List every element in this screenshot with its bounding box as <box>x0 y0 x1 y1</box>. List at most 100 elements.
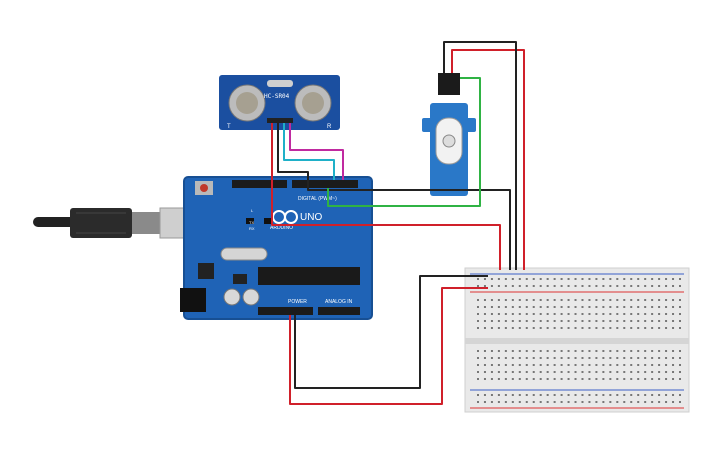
breadboard-hole[interactable] <box>581 327 584 329</box>
breadboard-hole[interactable] <box>602 364 605 366</box>
breadboard-hole[interactable] <box>567 320 570 322</box>
breadboard-hole[interactable] <box>574 285 577 287</box>
breadboard-hole[interactable] <box>623 350 626 352</box>
breadboard-hole[interactable] <box>679 306 681 308</box>
breadboard-hole[interactable] <box>511 306 514 308</box>
breadboard-hole[interactable] <box>560 299 563 301</box>
reset-button[interactable] <box>200 184 208 192</box>
breadboard-hole[interactable] <box>567 378 570 380</box>
breadboard-hole[interactable] <box>546 299 549 301</box>
breadboard-hole[interactable] <box>672 364 675 366</box>
breadboard-hole[interactable] <box>672 350 675 352</box>
breadboard-hole[interactable] <box>665 313 668 315</box>
breadboard-hole[interactable] <box>616 313 619 315</box>
breadboard-hole[interactable] <box>504 327 507 329</box>
breadboard-hole[interactable] <box>609 350 612 352</box>
breadboard-hole[interactable] <box>581 394 584 396</box>
ultrasonic-sensor[interactable]: HC-SR04 T R <box>219 75 340 130</box>
breadboard-hole[interactable] <box>644 278 647 280</box>
breadboard-hole[interactable] <box>644 306 647 308</box>
breadboard-hole[interactable] <box>630 306 633 308</box>
breadboard-hole[interactable] <box>553 371 556 373</box>
breadboard-hole[interactable] <box>497 285 500 287</box>
breadboard-hole[interactable] <box>546 350 549 352</box>
breadboard-hole[interactable] <box>658 278 661 280</box>
breadboard-hole[interactable] <box>581 357 584 359</box>
breadboard-hole[interactable] <box>497 394 500 396</box>
breadboard-hole[interactable] <box>637 350 640 352</box>
breadboard-hole[interactable] <box>665 364 668 366</box>
breadboard-hole[interactable] <box>560 401 563 403</box>
breadboard-hole[interactable] <box>483 371 486 373</box>
breadboard-hole[interactable] <box>588 364 591 366</box>
breadboard-hole[interactable] <box>497 401 500 403</box>
breadboard-hole[interactable] <box>609 306 612 308</box>
breadboard-hole[interactable] <box>560 394 563 396</box>
breadboard-hole[interactable] <box>504 394 507 396</box>
breadboard-hole[interactable] <box>623 394 626 396</box>
breadboard-hole[interactable] <box>483 278 486 280</box>
breadboard-hole[interactable] <box>658 306 661 308</box>
breadboard-hole[interactable] <box>588 285 591 287</box>
breadboard-hole[interactable] <box>553 394 556 396</box>
breadboard-hole[interactable] <box>553 357 556 359</box>
breadboard-hole[interactable] <box>644 327 647 329</box>
breadboard-hole[interactable] <box>637 320 640 322</box>
breadboard-hole[interactable] <box>602 278 605 280</box>
breadboard-hole[interactable] <box>532 401 535 403</box>
breadboard-hole[interactable] <box>574 378 577 380</box>
breadboard-hole[interactable] <box>560 350 563 352</box>
breadboard-hole[interactable] <box>518 401 521 403</box>
breadboard-hole[interactable] <box>623 327 626 329</box>
breadboard-hole[interactable] <box>567 285 570 287</box>
breadboard-hole[interactable] <box>574 320 577 322</box>
breadboard-hole[interactable] <box>644 371 647 373</box>
breadboard-hole[interactable] <box>602 299 605 301</box>
breadboard-hole[interactable] <box>637 394 640 396</box>
breadboard-hole[interactable] <box>525 285 528 287</box>
breadboard-hole[interactable] <box>672 394 675 396</box>
breadboard-hole[interactable] <box>497 278 500 280</box>
breadboard-hole[interactable] <box>644 378 647 380</box>
breadboard-hole[interactable] <box>560 327 563 329</box>
breadboard-hole[interactable] <box>567 313 570 315</box>
breadboard-hole[interactable] <box>518 299 521 301</box>
breadboard-hole[interactable] <box>630 278 633 280</box>
breadboard-hole[interactable] <box>560 313 563 315</box>
breadboard-hole[interactable] <box>490 320 493 322</box>
breadboard-hole[interactable] <box>672 357 675 359</box>
breadboard-hole[interactable] <box>504 364 507 366</box>
breadboard-hole[interactable] <box>665 299 668 301</box>
breadboard-hole[interactable] <box>581 364 584 366</box>
breadboard-hole[interactable] <box>539 378 542 380</box>
breadboard-hole[interactable] <box>672 313 675 315</box>
breadboard-hole[interactable] <box>504 299 507 301</box>
breadboard-hole[interactable] <box>532 364 535 366</box>
breadboard-hole[interactable] <box>630 313 633 315</box>
breadboard-hole[interactable] <box>490 313 493 315</box>
breadboard-hole[interactable] <box>477 371 479 373</box>
breadboard-hole[interactable] <box>665 378 668 380</box>
breadboard-hole[interactable] <box>630 401 633 403</box>
breadboard-hole[interactable] <box>546 327 549 329</box>
breadboard-hole[interactable] <box>651 306 654 308</box>
breadboard-hole[interactable] <box>665 278 668 280</box>
breadboard-hole[interactable] <box>595 350 598 352</box>
breadboard-hole[interactable] <box>588 320 591 322</box>
breadboard-hole[interactable] <box>553 313 556 315</box>
breadboard-hole[interactable] <box>546 357 549 359</box>
breadboard-hole[interactable] <box>560 364 563 366</box>
breadboard-hole[interactable] <box>630 327 633 329</box>
breadboard-hole[interactable] <box>637 299 640 301</box>
breadboard-hole[interactable] <box>679 394 681 396</box>
breadboard-hole[interactable] <box>588 313 591 315</box>
breadboard-hole[interactable] <box>532 299 535 301</box>
breadboard-hole[interactable] <box>511 394 514 396</box>
breadboard-hole[interactable] <box>616 371 619 373</box>
breadboard-hole[interactable] <box>658 371 661 373</box>
breadboard-hole[interactable] <box>483 327 486 329</box>
breadboard-hole[interactable] <box>630 364 633 366</box>
breadboard-hole[interactable] <box>644 299 647 301</box>
breadboard-hole[interactable] <box>630 320 633 322</box>
breadboard-hole[interactable] <box>525 371 528 373</box>
